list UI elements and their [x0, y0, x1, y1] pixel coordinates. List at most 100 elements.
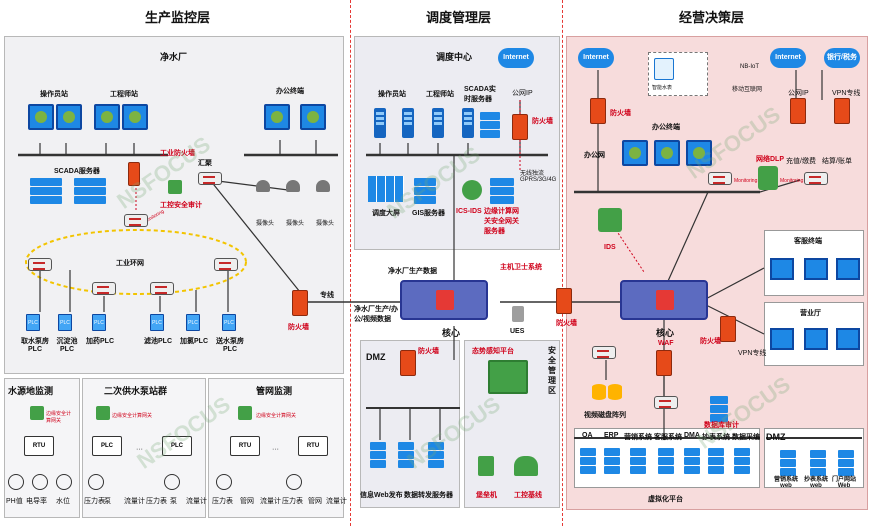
web-pub-server-icon-2[interactable]	[398, 442, 414, 450]
camera-icon-3[interactable]	[316, 180, 330, 192]
video-storage-icon-2[interactable]	[608, 384, 622, 400]
workorder-icon[interactable]	[514, 456, 538, 476]
dispatch-firewall-icon[interactable]	[512, 114, 528, 140]
video-storage-label: 视频磁盘阵列	[584, 412, 626, 419]
op-station-icon-1[interactable]	[28, 104, 54, 130]
eng-station-icon-1[interactable]	[94, 104, 120, 130]
op-station-icon-2[interactable]	[56, 104, 82, 130]
business-hall-icon-2[interactable]	[804, 328, 828, 350]
ws-edge-gw-icon[interactable]	[30, 406, 44, 420]
app-server-6[interactable]	[708, 448, 724, 456]
iot-nb-label: NB-IoT	[740, 64, 760, 70]
net-dlp-icon[interactable]	[758, 166, 778, 190]
ws-sensor-2: 电导率	[26, 498, 47, 505]
bank-tax-icon[interactable]: 银行/税务	[824, 48, 860, 68]
app-server-2[interactable]	[604, 448, 620, 456]
plc-icon-1[interactable]: PLC	[26, 314, 40, 331]
plc-icon-5[interactable]: PLC	[186, 314, 200, 331]
big-screen-icon[interactable]	[368, 176, 404, 202]
audit-icon[interactable]	[168, 180, 182, 194]
dmz-web-server-1[interactable]	[780, 450, 796, 458]
dispatch-internet-icon[interactable]: Internet	[498, 48, 534, 68]
ring-switch-5[interactable]	[214, 258, 238, 271]
ring-switch-2[interactable]	[28, 258, 52, 271]
edge-gw-server-icon[interactable]	[490, 178, 514, 186]
gis-server-icon[interactable]	[414, 178, 436, 186]
dispatch-scada-icon[interactable]	[480, 112, 500, 120]
pump-plc-icon-1[interactable]: PLC	[92, 436, 122, 456]
scada-server-icon-2[interactable]	[74, 178, 106, 186]
camera-icon-1[interactable]	[256, 180, 270, 192]
plc-label-2: 沉淀池PLC	[56, 338, 78, 353]
waf-icon[interactable]	[656, 350, 672, 376]
dispatch-op-icon-2[interactable]	[402, 108, 414, 138]
video-storage-icon-1[interactable]	[592, 384, 606, 400]
decision-office-icon-3[interactable]	[686, 140, 712, 166]
plc-icon-6[interactable]: PLC	[222, 314, 236, 331]
dmz-firewall-icon[interactable]	[400, 350, 416, 376]
dispatch-eng-icon-1[interactable]	[432, 108, 444, 138]
app-server-7[interactable]	[734, 448, 750, 456]
ues-icon[interactable]	[512, 306, 524, 322]
plc-icon-4[interactable]: PLC	[150, 314, 164, 331]
pump-edge-gw-icon[interactable]	[96, 406, 110, 420]
dispatch-core-switch[interactable]	[400, 280, 488, 320]
recharge-firewall-icon[interactable]	[790, 98, 806, 124]
data-fwd-server-icon[interactable]	[428, 442, 444, 450]
app-server-5[interactable]	[684, 448, 700, 456]
ring-switch-1[interactable]	[124, 214, 148, 227]
web-pub-server-icon-1[interactable]	[370, 442, 386, 450]
eng-station-icon-2[interactable]	[122, 104, 148, 130]
customer-terminal-icon-1[interactable]	[770, 258, 794, 280]
office-terminal-icon-1[interactable]	[264, 104, 290, 130]
decision-office-icon-2[interactable]	[654, 140, 680, 166]
decision-internet2-icon[interactable]: Internet	[770, 48, 806, 68]
ws-rtu-icon[interactable]: RTU	[24, 436, 54, 456]
app-server-3[interactable]	[630, 448, 646, 456]
plc-icon-3[interactable]: PLC	[92, 314, 106, 331]
decision-access-switch[interactable]	[592, 346, 616, 359]
pipe-rtu-icon-2[interactable]: RTU	[298, 436, 328, 456]
customer-terminal-icon-3[interactable]	[836, 258, 860, 280]
ids-icon[interactable]	[598, 208, 622, 232]
decision-dlp-switch[interactable]	[708, 172, 732, 185]
plant-prod-office-label: 净水厂生产/办公/视频数据	[354, 306, 398, 323]
ics-ids-icon[interactable]	[462, 180, 482, 200]
dispatch-eng-icon-2[interactable]	[462, 108, 474, 138]
decision-fw2-icon[interactable]	[720, 316, 736, 342]
app-server-4[interactable]	[658, 448, 674, 456]
decision-public-ip: 公网IP	[788, 90, 809, 97]
camera-icon-2[interactable]	[286, 180, 300, 192]
customer-terminal-icon-2[interactable]	[804, 258, 828, 280]
decision-office-icon-1[interactable]	[622, 140, 648, 166]
bank-firewall-icon[interactable]	[834, 98, 850, 124]
industrial-firewall-icon[interactable]	[128, 162, 140, 186]
scada-server-icon-1[interactable]	[30, 178, 62, 186]
ring-switch-3[interactable]	[92, 282, 116, 295]
business-hall-icon-1[interactable]	[770, 328, 794, 350]
business-hall-icon-3[interactable]	[836, 328, 860, 350]
dmz-web-server-3[interactable]	[838, 450, 854, 458]
dispatch-op-icon-1[interactable]	[374, 108, 386, 138]
decision-internet-icon[interactable]: Internet	[578, 48, 614, 68]
db-audit-switch[interactable]	[654, 396, 678, 409]
office-terminal-icon-2[interactable]	[300, 104, 326, 130]
converge-switch-icon[interactable]	[198, 172, 222, 185]
pump-plc-icon-2[interactable]: PLC	[162, 436, 192, 456]
db-audit-icon[interactable]	[710, 396, 728, 404]
decision-edge-switch[interactable]	[804, 172, 828, 185]
app-server-1[interactable]	[580, 448, 596, 456]
production-firewall-icon[interactable]	[292, 290, 308, 316]
plc-icon-2[interactable]: PLC	[58, 314, 72, 331]
decision-firewall-icon[interactable]	[590, 98, 606, 124]
ring-switch-4[interactable]	[150, 282, 174, 295]
sec-platform-icon[interactable]	[488, 360, 528, 394]
dmz-web-server-2[interactable]	[810, 450, 826, 458]
bastion-icon[interactable]	[478, 456, 494, 476]
link-firewall-icon[interactable]	[556, 288, 572, 314]
pipe-sensor-1: 压力表	[212, 498, 233, 505]
decision-core-switch[interactable]	[620, 280, 708, 320]
pipe-edge-gw-icon[interactable]	[238, 406, 252, 420]
pipe-rtu-icon-1[interactable]: RTU	[230, 436, 260, 456]
divider-right	[562, 0, 563, 526]
